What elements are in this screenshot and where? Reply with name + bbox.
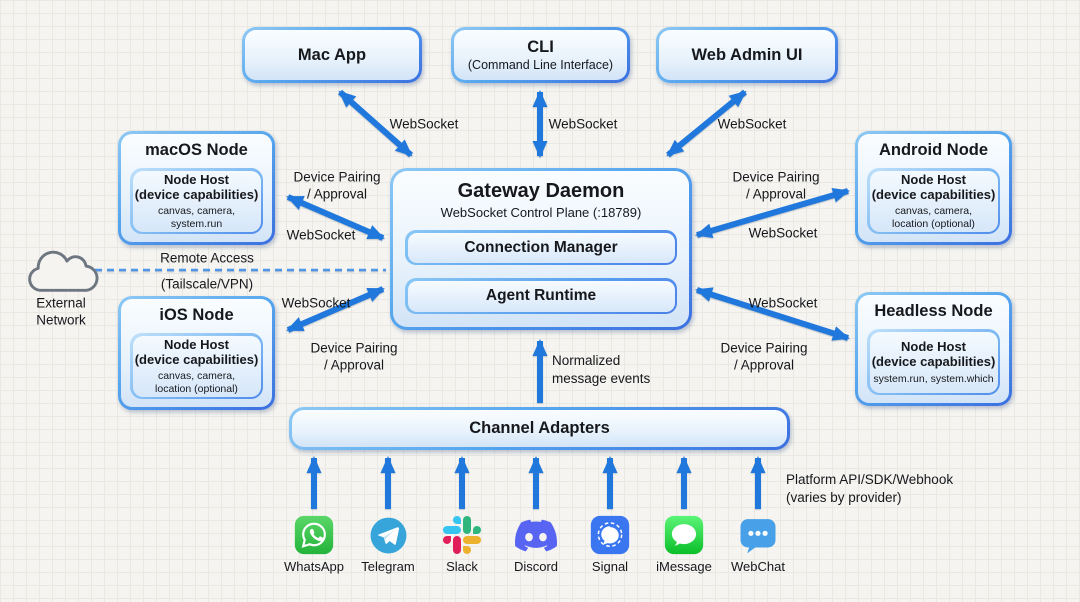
headless-node-capabilities: system.run, system.which [873,372,994,385]
arrow-macapp-gateway [338,89,413,158]
web-admin-box: Web Admin UI [656,27,838,83]
webchat-icon [736,513,780,557]
arrow-iosnode-gateway [286,286,385,333]
websocket-label-headless: WebSocket [748,295,818,311]
ios-node-host-box: Node Host (device capabilities) canvas, … [130,333,263,399]
web-admin-title: Web Admin UI [691,45,803,64]
cli-subtitle: (Command Line Interface) [467,57,614,72]
cli-box: CLI (Command Line Interface) [451,27,630,83]
websocket-label-webadmin: WebSocket [717,116,787,132]
headless-node-box: Headless Node Node Host (device capabili… [855,292,1012,406]
macos-node-host-box: Node Host (device capabilities) canvas, … [130,168,263,234]
whatsapp-label: WhatsApp [284,559,344,574]
android-node-title: Android Node [878,141,989,159]
device-pairing-label-macos: Device Pairing / Approval [293,169,381,202]
agent-runtime-box: Agent Runtime [405,278,677,314]
device-pairing-label-ios: Device Pairing / Approval [310,340,398,373]
arrow-gateway-androidnode [695,187,850,239]
arrow-macosnode-gateway [286,194,385,241]
websocket-label-macos: WebSocket [286,227,356,243]
cli-title: CLI [527,38,554,57]
webchat-label: WebChat [731,559,785,574]
android-node-host-label: Node Host (device capabilities) [871,171,996,202]
android-node-host-box: Node Host (device capabilities) canvas, … [867,168,1000,234]
platform-api-label: Platform API/SDK/Webhook (varies by prov… [786,472,954,505]
ios-node-host-label: Node Host (device capabilities) [134,336,259,367]
device-pairing-label-android: Device Pairing / Approval [732,169,820,202]
headless-node-host-label: Node Host (device capabilities) [871,338,996,370]
remote-access-label: Remote Access [160,250,254,266]
mac-app-box: Mac App [242,27,422,83]
telegram-icon [366,513,410,557]
ios-node-title: iOS Node [159,306,234,324]
signal-icon [588,513,632,557]
connection-manager-label: Connection Manager [407,232,675,263]
headless-node-host-box: Node Host (device capabilities) system.r… [867,329,1000,395]
signal-label: Signal [591,559,629,574]
gateway-subtitle: WebSocket Control Plane (:18789) [440,205,642,220]
discord-icon [514,513,558,557]
external-network-label: External Network [36,295,86,328]
gateway-daemon-box: Gateway Daemon WebSocket Control Plane (… [390,168,692,330]
macos-node-host-label: Node Host (device capabilities) [134,171,259,202]
agent-runtime-label: Agent Runtime [407,280,675,312]
websocket-label-cli: WebSocket [548,116,618,132]
websocket-label-ios: WebSocket [281,295,351,311]
android-node-box: Android Node Node Host (device capabilit… [855,131,1012,245]
slack-label: Slack [446,559,478,574]
macos-node-title: macOS Node [145,141,248,159]
websocket-label-android: WebSocket [748,225,818,241]
arrow-webadmin-gateway [666,89,747,158]
macos-node-capabilities: canvas, camera, system.run [157,205,236,230]
imessage-label: iMessage [656,559,712,574]
android-node-capabilities: canvas, camera, location (optional) [892,205,975,230]
ios-node-box: iOS Node Node Host (device capabilities)… [118,296,275,410]
normalized-events-label: Normalized message events [552,353,651,386]
gateway-title: Gateway Daemon [457,180,625,202]
whatsapp-icon [292,513,336,557]
headless-node-title: Headless Node [874,302,993,320]
discord-label: Discord [513,559,559,574]
imessage-icon [662,513,706,557]
ios-node-capabilities: canvas, camera, location (optional) [155,370,238,395]
device-pairing-label-headless: Device Pairing / Approval [720,340,808,373]
channel-adapters-title: Channel Adapters [469,419,610,438]
connection-manager-box: Connection Manager [405,230,677,265]
remote-access-sub-label: (Tailscale/VPN) [160,276,254,292]
telegram-label: Telegram [361,559,415,574]
channel-adapters-box: Channel Adapters [289,407,790,450]
macos-node-box: macOS Node Node Host (device capabilitie… [118,131,275,245]
arrow-gateway-headlessnode [695,287,850,341]
cloud-icon [28,250,99,292]
mac-app-title: Mac App [297,45,367,64]
slack-icon [440,513,484,557]
websocket-label-macapp: WebSocket [389,116,459,132]
